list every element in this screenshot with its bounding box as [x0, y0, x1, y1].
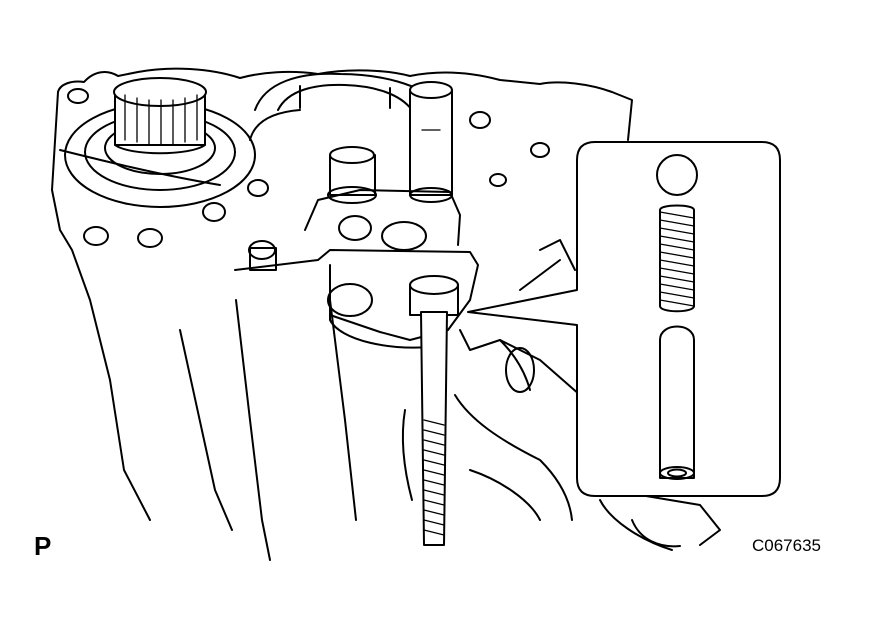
view-label: P: [34, 531, 52, 561]
figure-code: C067635: [752, 536, 822, 555]
spring: [659, 204, 695, 313]
rod-tool: [409, 275, 459, 546]
plunger-pin: [659, 325, 695, 480]
center-boss: [327, 146, 377, 204]
transmission-housing: [51, 67, 721, 561]
shift-rail-pin: [409, 81, 453, 203]
check-ball: [656, 154, 698, 196]
detail-inset: [467, 141, 781, 497]
input-shaft: [64, 77, 256, 208]
housing-bolt-holes: [67, 88, 550, 317]
